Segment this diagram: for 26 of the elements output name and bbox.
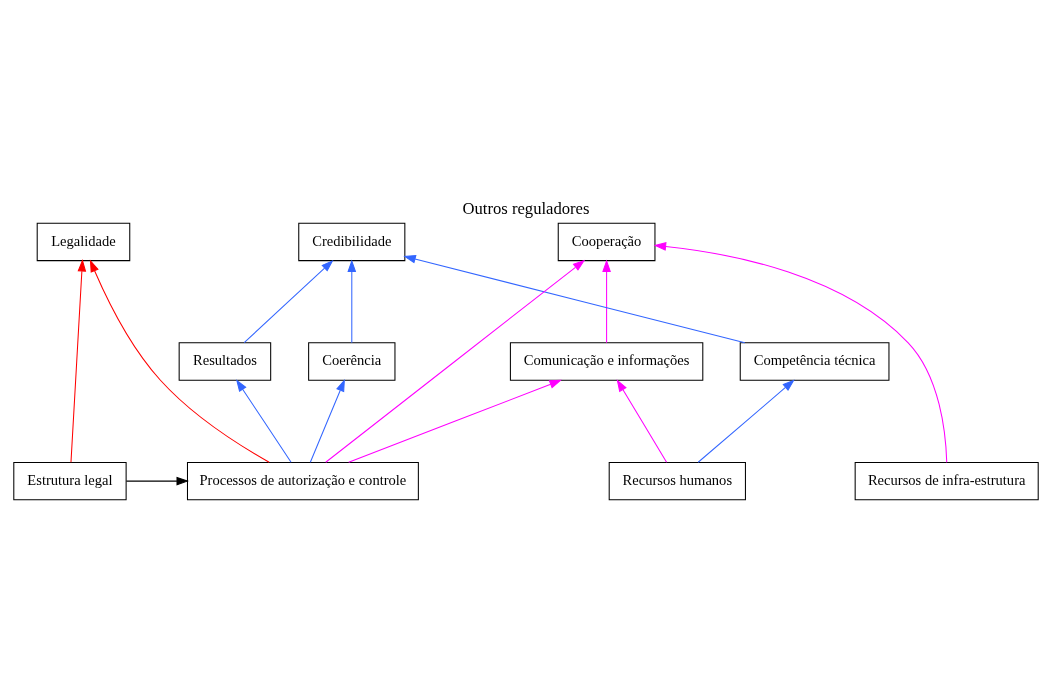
node-box: Legalidade (36, 222, 131, 261)
diagram-title: Outros reguladores (462, 198, 590, 218)
node-box: Estrutura legal (13, 461, 127, 500)
arrow (125, 476, 189, 485)
arrow (347, 258, 357, 343)
node-box: Resultados (178, 341, 272, 381)
arrow (325, 259, 586, 463)
arrow (236, 378, 292, 463)
node-box: Comunicação e informações (509, 341, 704, 381)
arrow (243, 259, 334, 343)
arrow (70, 258, 87, 463)
arrow (653, 241, 948, 463)
node-box: Cooperação (557, 222, 656, 261)
node-box: Recursos de infra-estrutura (854, 461, 1039, 500)
arrow (348, 379, 562, 463)
arrow (616, 378, 668, 463)
arrow (403, 254, 746, 343)
node-box: Coerência (308, 341, 396, 381)
node-box: Processos de autorização e controle (186, 461, 419, 500)
arrow (602, 258, 611, 343)
node-box: Credibilidade (298, 222, 406, 261)
node-box: Recursos humanos (608, 461, 746, 500)
arrow (309, 378, 345, 463)
node-box: Competência técnica (739, 341, 890, 381)
arrow (89, 259, 270, 463)
arrow (697, 379, 795, 463)
